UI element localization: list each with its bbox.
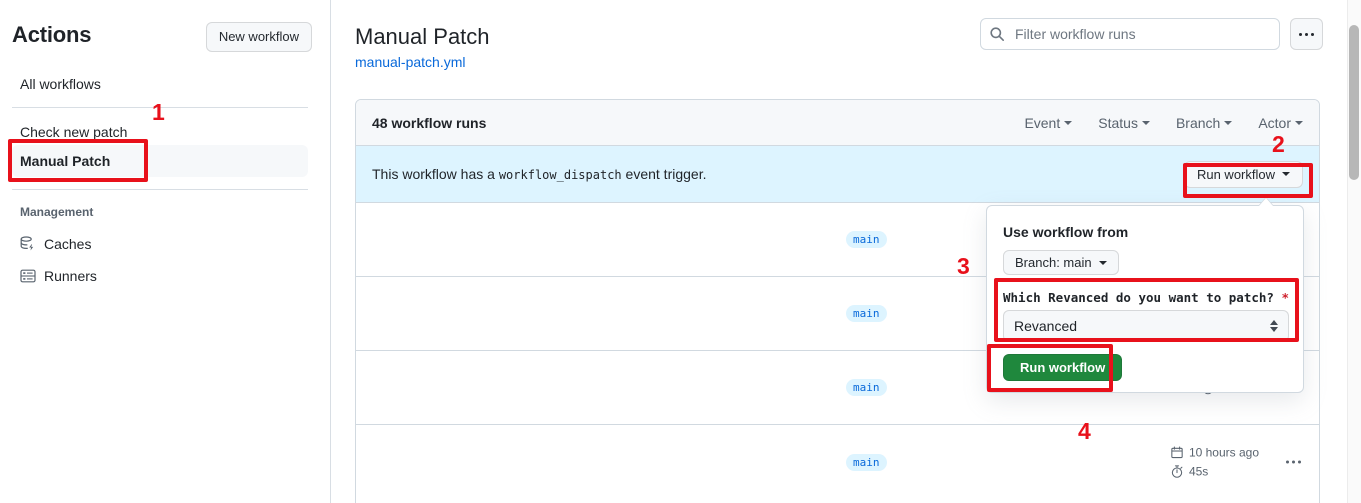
- page-title: Manual Patch: [355, 24, 490, 49]
- database-cache-icon: [20, 236, 36, 252]
- sidebar-divider-2: [12, 189, 308, 190]
- triangle-up-icon: [1270, 320, 1278, 325]
- workflow-runs-count: 48 workflow runs: [372, 114, 487, 131]
- select-updown-icon: [1270, 320, 1278, 332]
- run-duration-label: 45s: [1188, 464, 1209, 479]
- table-row[interactable]: main: [356, 203, 1319, 277]
- dispatch-event-code: workflow_dispatch: [498, 168, 622, 182]
- dispatch-text-after: event trigger.: [625, 166, 707, 182]
- chevron-down-icon: [1224, 120, 1233, 125]
- chevron-down-icon: [1098, 260, 1107, 265]
- use-workflow-from-label: Use workflow from: [1003, 224, 1129, 240]
- filter-workflow-runs-field[interactable]: [980, 18, 1280, 50]
- run-workflow-dropdown-button[interactable]: Run workflow: [1183, 160, 1303, 188]
- run-row-more-options-button[interactable]: [1286, 460, 1301, 464]
- panel-caret: [1259, 198, 1273, 206]
- filter-actor-label: Actor: [1258, 114, 1291, 131]
- workflow-dispatch-banner: This workflow has a workflow_dispatch ev…: [356, 146, 1319, 203]
- run-row-meta: 10 hours ago 45s: [1170, 446, 1259, 479]
- search-icon: [989, 26, 1005, 42]
- branch-badge[interactable]: main: [846, 305, 887, 322]
- filter-status-label: Status: [1098, 114, 1138, 131]
- kebab-dot: [1299, 32, 1302, 36]
- filter-branch-label: Branch: [1175, 114, 1221, 131]
- kebab-dot: [1286, 460, 1289, 464]
- stopwatch-icon: [1170, 465, 1184, 479]
- sidebar-item-label: Check new patch: [20, 124, 128, 140]
- sidebar-item-label: Caches: [44, 236, 92, 252]
- sidebar-item-all-workflows[interactable]: All workflows: [12, 68, 308, 100]
- kebab-dot: [1311, 32, 1314, 36]
- sidebar-item-caches[interactable]: Caches: [12, 228, 308, 260]
- page-more-options-button[interactable]: [1290, 18, 1323, 50]
- run-workflow-button-label: Run workflow: [1196, 166, 1275, 182]
- server-runners-icon: [20, 268, 36, 284]
- filter-event-label: Event: [1024, 114, 1061, 131]
- sidebar-vertical-divider: [330, 0, 331, 503]
- filter-actor[interactable]: Actor: [1258, 115, 1303, 131]
- sidebar-title: Actions: [12, 22, 92, 47]
- branch-selector-button[interactable]: Branch: main: [1003, 250, 1119, 275]
- table-row[interactable]: main: [356, 277, 1319, 351]
- sidebar-item-runners[interactable]: Runners: [12, 260, 308, 292]
- kebab-dot: [1305, 32, 1308, 36]
- workflow-runs-header: 48 workflow runs Event Status Branch: [356, 100, 1319, 146]
- branch-selector-label: Branch: main: [1015, 255, 1092, 270]
- run-timestamp-label: 10 hours ago: [1188, 445, 1259, 460]
- sidebar-item-label: All workflows: [20, 76, 101, 92]
- triangle-down-icon: [1270, 327, 1278, 332]
- sidebar-item-check-new-patch[interactable]: Check new patch: [12, 116, 308, 148]
- chevron-down-icon: [1064, 120, 1073, 125]
- branch-badge[interactable]: main: [846, 231, 887, 248]
- run-workflow-dropdown-panel: Use workflow from Branch: main Which Rev…: [986, 197, 1304, 393]
- branch-badge[interactable]: main: [846, 453, 887, 471]
- sidebar-item-label: Runners: [44, 268, 97, 284]
- patch-target-selected-value: Revanced: [1014, 318, 1078, 334]
- sidebar-header: Actions New workflow: [12, 20, 312, 54]
- submit-run-workflow-button[interactable]: Run workflow: [1003, 354, 1123, 381]
- filter-branch[interactable]: Branch: [1175, 114, 1233, 131]
- filter-event[interactable]: Event: [1024, 114, 1073, 131]
- page-scrollbar-track[interactable]: [1347, 0, 1361, 503]
- workflow-file-link[interactable]: manual-patch.yml: [355, 54, 466, 70]
- sidebar-item-label: Manual Patch: [20, 153, 111, 169]
- patch-target-select[interactable]: Revanced: [1003, 310, 1289, 342]
- dispatch-text-before: This workflow has a: [372, 166, 495, 182]
- search-input[interactable]: [1013, 25, 1271, 43]
- workflow-runs-filters: Event Status Branch Actor: [1024, 115, 1303, 131]
- run-timestamp: 10 hours ago: [1170, 446, 1259, 460]
- patch-target-label-text: Which Revanced do you want to patch?: [1003, 290, 1274, 305]
- chevron-down-icon: [1295, 120, 1303, 125]
- calendar-icon: [1170, 446, 1184, 460]
- kebab-dot: [1292, 460, 1295, 464]
- page-scrollbar-thumb[interactable]: [1349, 25, 1359, 180]
- sidebar-item-manual-patch[interactable]: Manual Patch: [8, 145, 308, 177]
- actions-sidebar: Actions New workflow All workflows Check…: [0, 0, 330, 503]
- sidebar-group-management: Management: [20, 205, 94, 219]
- kebab-dot: [1298, 460, 1301, 464]
- table-row[interactable]: main 10 hours ago: [356, 425, 1319, 499]
- chevron-down-icon: [1282, 172, 1290, 176]
- chevron-down-icon: [1141, 120, 1150, 125]
- sidebar-divider-1: [12, 107, 308, 108]
- run-duration: 45s: [1170, 465, 1208, 479]
- branch-badge[interactable]: main: [846, 379, 887, 396]
- new-workflow-button[interactable]: New workflow: [205, 22, 312, 52]
- required-asterisk: *: [1281, 290, 1289, 305]
- filter-status[interactable]: Status: [1098, 115, 1150, 131]
- dispatch-banner-text: This workflow has a workflow_dispatch ev…: [372, 166, 706, 182]
- patch-target-field-label: Which Revanced do you want to patch? *: [1003, 290, 1289, 305]
